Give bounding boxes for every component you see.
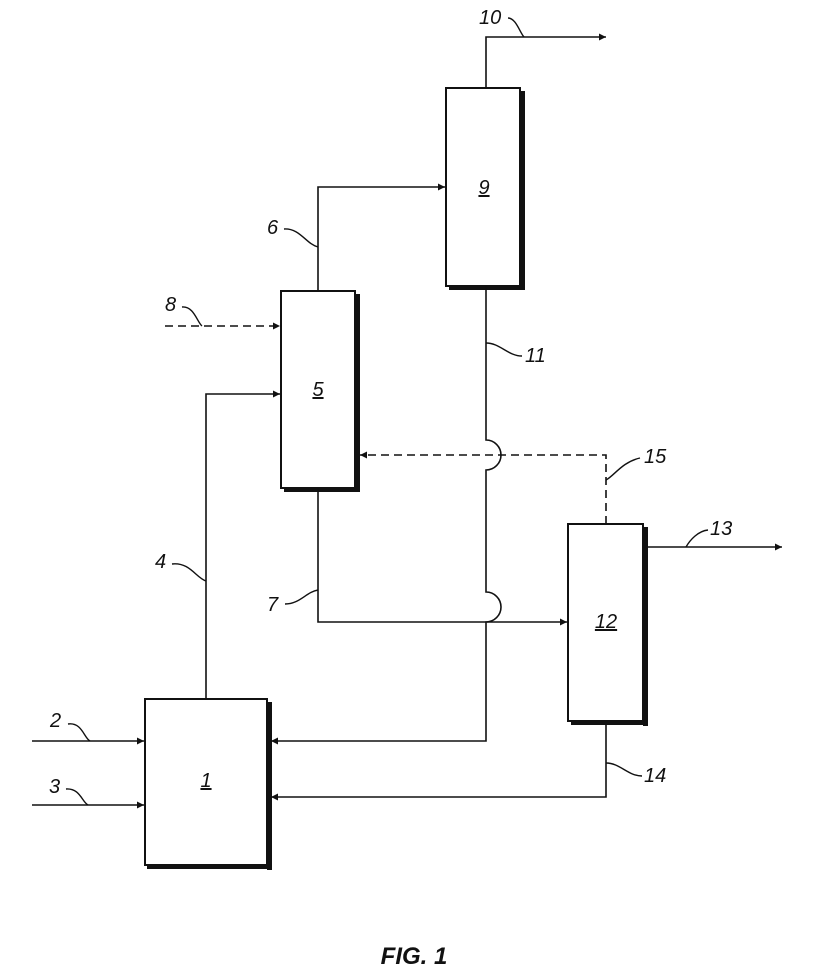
stream-15-line bbox=[360, 455, 606, 524]
leader-14 bbox=[606, 763, 642, 776]
stream-3-label: 3 bbox=[49, 776, 60, 798]
unit-12-label: 12 bbox=[595, 611, 617, 633]
stream-6-line bbox=[318, 187, 445, 291]
leader-2 bbox=[68, 724, 90, 741]
stream-15-label: 15 bbox=[644, 446, 667, 468]
stream-4-label: 4 bbox=[155, 551, 166, 573]
leader-10 bbox=[508, 18, 524, 37]
unit-5-label: 5 bbox=[312, 379, 324, 401]
figure-caption: FIG. 1 bbox=[381, 943, 448, 970]
leader-13 bbox=[686, 530, 708, 547]
stream-10-label: 10 bbox=[479, 7, 501, 29]
stream-13-label: 13 bbox=[710, 518, 732, 540]
stream-7-line bbox=[318, 488, 567, 622]
stream-8-label: 8 bbox=[165, 294, 176, 316]
leader-11 bbox=[486, 343, 522, 356]
stream-4-line bbox=[206, 394, 280, 699]
stream-14-line bbox=[271, 725, 606, 797]
stream-7-label: 7 bbox=[267, 594, 279, 616]
unit-9-label: 9 bbox=[478, 177, 489, 199]
leader-3 bbox=[66, 789, 88, 805]
stream-6-label: 6 bbox=[267, 217, 279, 239]
stream-14-label: 14 bbox=[644, 765, 666, 787]
stream-2-label: 2 bbox=[49, 710, 61, 732]
unit-1-label: 1 bbox=[200, 770, 211, 792]
leader-8 bbox=[182, 307, 202, 326]
leader-6 bbox=[284, 229, 318, 247]
leader-4 bbox=[172, 564, 206, 581]
leader-15 bbox=[606, 458, 640, 480]
stream-10-line bbox=[486, 37, 606, 88]
stream-11-label: 11 bbox=[525, 345, 546, 367]
leader-7 bbox=[285, 590, 318, 604]
